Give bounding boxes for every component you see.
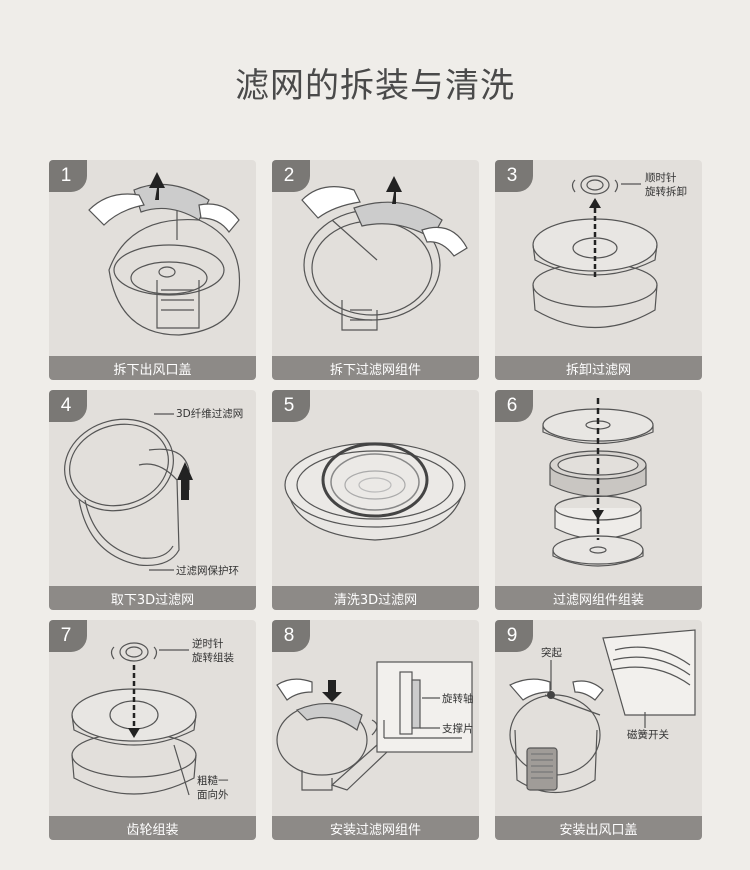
callout-clockwise: 顺时针	[645, 171, 677, 184]
remove-3d-filter-illustration: 3D纤维过滤网 过滤网保护环	[64, 407, 243, 577]
step-card-7: 逆时针 旋转组装 粗糙一 面向外 7 齿轮组装	[49, 620, 256, 840]
callout-rotation-shaft: 旋转轴	[442, 692, 474, 705]
step-caption: 取下3D过滤网	[49, 586, 256, 610]
callout-rotate-detach: 旋转拆卸	[645, 185, 687, 198]
step-caption: 拆下过滤网组件	[272, 356, 479, 380]
callout-counterclockwise: 逆时针	[192, 637, 224, 650]
step-card-5: 5 清洗3D过滤网	[272, 390, 479, 610]
install-filter-assembly-illustration: 旋转轴 支撑片	[276, 661, 474, 791]
callout-3d-fiber-filter: 3D纤维过滤网	[176, 407, 243, 420]
step-number: 6	[495, 390, 533, 422]
detach-filter-illustration: 顺时针 旋转拆卸	[532, 171, 687, 329]
callout-support-piece: 支撑片	[442, 722, 474, 735]
step-number: 9	[495, 620, 533, 652]
step-caption: 过滤网组件组装	[495, 586, 702, 610]
assemble-filter-illustration	[542, 398, 654, 567]
page-title: 滤网的拆装与清洗	[235, 66, 515, 106]
step-number: 7	[49, 620, 87, 652]
callout-reed-switch: 磁簧开关	[627, 728, 669, 741]
callout-protective-ring: 过滤网保护环	[176, 564, 239, 577]
step-card-4: 3D纤维过滤网 过滤网保护环 4 取下3D过滤网	[49, 390, 256, 610]
step-caption: 安装出风口盖	[495, 816, 702, 840]
step-card-1: 1 拆下出风口盖	[49, 160, 256, 380]
step-card-6: 6 过滤网组件组装	[495, 390, 702, 610]
step-caption: 清洗3D过滤网	[272, 586, 479, 610]
step-caption: 拆下出风口盖	[49, 356, 256, 380]
step-caption: 拆卸过滤网	[495, 356, 702, 380]
step-number: 3	[495, 160, 533, 192]
step-caption: 安装过滤网组件	[272, 816, 479, 840]
callout-facing-out: 面向外	[197, 788, 229, 801]
wash-3d-filter-illustration	[284, 442, 466, 541]
step-number: 2	[272, 160, 310, 192]
install-outlet-cover-illustration: 突起 磁簧开关	[509, 629, 696, 794]
step-number: 5	[272, 390, 310, 422]
step-number: 8	[272, 620, 310, 652]
remove-filter-assembly-illustration	[301, 176, 468, 331]
step-card-2: 2 拆下过滤网组件	[272, 160, 479, 380]
step-number: 1	[49, 160, 87, 192]
callout-rough-side: 粗糙一	[197, 774, 229, 787]
step-caption: 齿轮组装	[49, 816, 256, 840]
step-number: 4	[49, 390, 87, 422]
remove-outlet-cover-illustration	[88, 172, 241, 336]
step-card-3: 顺时针 旋转拆卸 3 拆卸过滤网	[495, 160, 702, 380]
callout-protrusion: 突起	[541, 646, 562, 659]
step-card-9: 突起 磁簧开关 9 安装出风口盖	[495, 620, 702, 840]
step-card-8: 旋转轴 支撑片 8 安装过滤网组件	[272, 620, 479, 840]
gear-assembly-illustration: 逆时针 旋转组装 粗糙一 面向外	[71, 637, 234, 801]
callout-rotate-assemble: 旋转组装	[192, 651, 234, 664]
